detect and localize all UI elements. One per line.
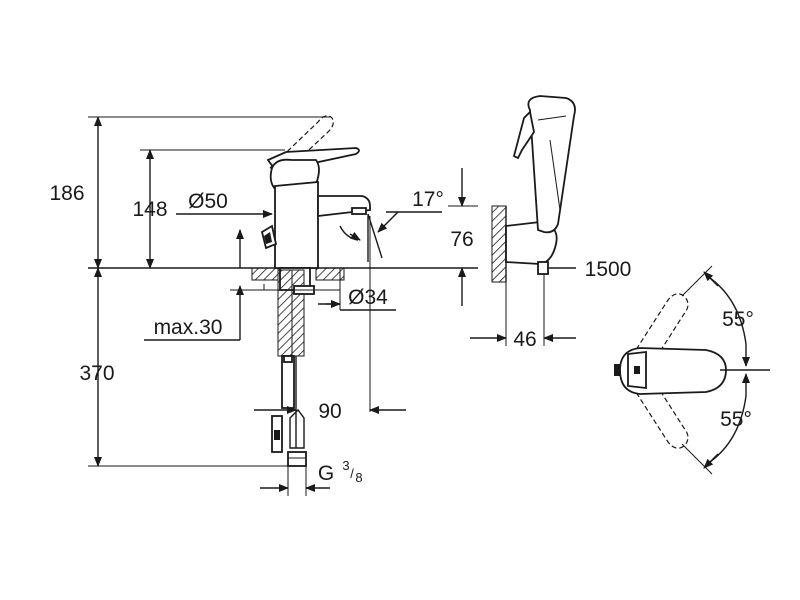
dim-max-thickness: max.30	[144, 285, 252, 341]
label-55-top: 55°	[722, 308, 754, 331]
dim-body-diameter: Ø50	[176, 190, 273, 268]
label-thread-slash: /	[350, 466, 354, 481]
dim-hose-length: 1500	[548, 258, 631, 281]
dim-spout-height: 148	[132, 149, 285, 269]
dim-thread-size: G 3 / 8	[260, 458, 363, 496]
label-thread-g: G	[318, 462, 334, 485]
label-diameter-50: Ø50	[188, 190, 228, 213]
faucet-body	[260, 147, 371, 269]
label-1500: 1500	[585, 258, 632, 281]
top-view-lever-angles: 55° 55°	[614, 265, 770, 475]
below-counter-section	[251, 267, 345, 467]
label-max-30: max.30	[154, 316, 223, 339]
label-thread-num: 3	[342, 458, 349, 473]
dim-overall-height: 186	[49, 116, 330, 269]
label-55-bottom: 55°	[720, 408, 752, 431]
dim-mount-hole: Ø34	[318, 268, 396, 311]
dim-hose-offset: 90	[254, 216, 406, 423]
label-148: 148	[132, 198, 167, 221]
label-90: 90	[318, 400, 341, 423]
label-186: 186	[49, 182, 84, 205]
lever-raised-outline	[269, 115, 334, 169]
label-thread-den: 8	[355, 470, 362, 485]
hand-shower-side-view	[491, 95, 576, 283]
dim-below-counter-length: 370	[79, 267, 288, 467]
dim-spout-reach-height: 76	[448, 168, 478, 306]
dim-wall-depth: 46	[470, 274, 576, 351]
label-76: 76	[450, 228, 473, 251]
label-370: 370	[79, 362, 114, 385]
label-17-degrees: 17°	[412, 188, 444, 211]
dim-spout-angle: 17°	[339, 188, 444, 262]
label-diameter-34: Ø34	[348, 286, 388, 309]
label-46: 46	[513, 328, 536, 351]
